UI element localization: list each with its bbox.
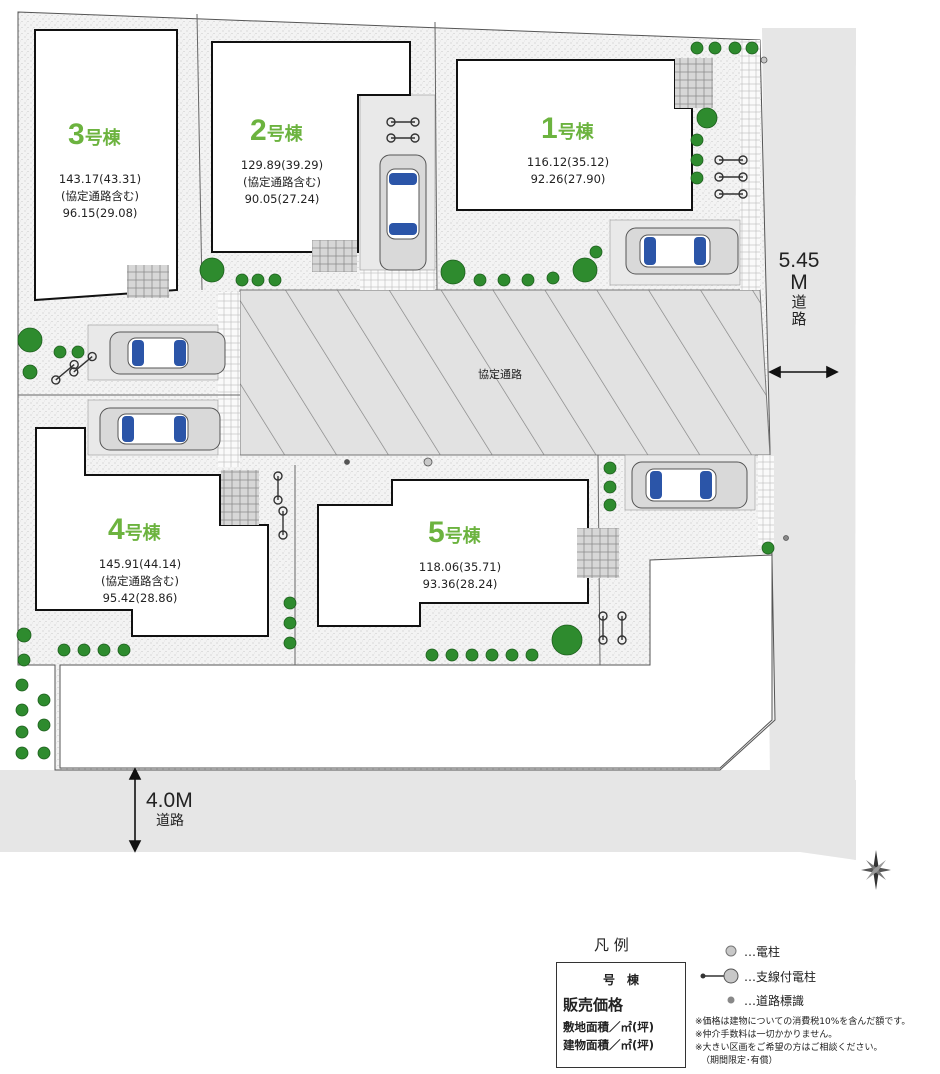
legend-road-sign-label: …道路標識 [744,994,805,1008]
utility-pole-icon [344,56,789,541]
east-road [762,28,856,860]
building-4 [35,427,269,637]
building-2 [211,41,411,253]
east-road-label: 5.45 M 道 路 [778,249,820,328]
legend-guy-pole-label: …支線付電柱 [744,970,817,984]
lot-5-title: 5号棟 [428,516,481,549]
car-icon [99,407,221,451]
lot-1-title: 1号棟 [541,112,594,145]
legend-symbols [700,945,739,1004]
legend-box: 号 棟 販売価格 敷地面積／㎡(坪) 建物面積／㎡(坪) [556,962,686,1068]
south-road-label: 4.0M 道路 [146,789,193,830]
legend-notes: ※価格は建物についての消費税10%を含んだ額です。 ※仲介手数料は一切かかりませ… [695,1017,911,1066]
lot-4-details: 145.91(44.14) (協定通路含む) 95.42(28.86) [98,557,182,605]
lot-5-details: 118.06(35.71) 93.36(28.24) [418,560,502,591]
bicycle-icon [51,117,748,645]
car-icon [379,154,427,271]
legend-box-row2: 販売価格 [563,996,624,1014]
lot-2-details: 129.89(39.29) (協定通路含む) 90.05(27.24) [240,158,324,206]
car-icon [631,461,748,509]
legend-box-row3: 敷地面積／㎡(坪) [563,1020,655,1034]
south-road [0,770,856,860]
shared-path-label: 協定通路 [478,368,522,381]
legend-box-row1: 号 棟 [602,973,639,987]
lot-2-title: 2号棟 [250,114,303,147]
car-icon [109,331,226,375]
legend-box-row4: 建物面積／㎡(坪) [563,1038,655,1052]
car-icon [625,227,739,275]
legend-road-sign-icon [727,996,735,1004]
legend-pole-label: …電柱 [744,945,781,959]
lot-3-details: 143.17(43.31) (協定通路含む) 96.15(29.08) [58,172,142,220]
lot-1-details: 116.12(35.12) 92.26(27.90) [526,155,610,186]
legend-title: 凡 例 [594,936,629,954]
building-3 [34,29,178,302]
tree-icon [15,41,775,760]
legend-guy-pole-icon [723,968,739,984]
compass-rose-icon [861,850,891,890]
lot-4-title: 4号棟 [108,513,161,546]
building-5 [317,479,589,627]
legend-pole-icon [725,945,737,957]
lot-3-title: 3号棟 [68,118,121,151]
